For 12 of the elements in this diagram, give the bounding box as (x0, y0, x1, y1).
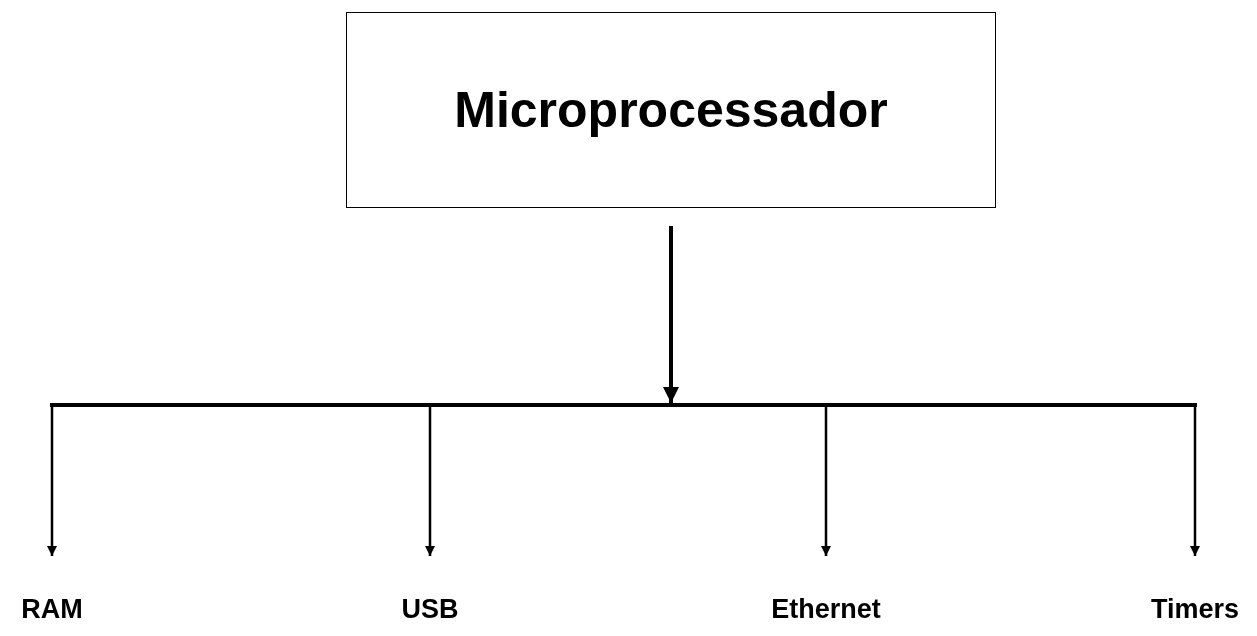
component-label: Ethernet (771, 596, 881, 623)
branch-arrow (821, 405, 831, 556)
bus-line (50, 403, 1197, 407)
box-title: Microprocessador (454, 81, 888, 139)
branch-arrow (425, 405, 435, 556)
process-box (346, 12, 996, 208)
trunk-arrow (663, 226, 679, 403)
branch-arrow (47, 405, 57, 556)
branch-arrow (1190, 405, 1200, 556)
component-label: RAM (21, 596, 83, 623)
component-label: USB (401, 596, 459, 623)
component-label: Timers (1150, 596, 1240, 623)
